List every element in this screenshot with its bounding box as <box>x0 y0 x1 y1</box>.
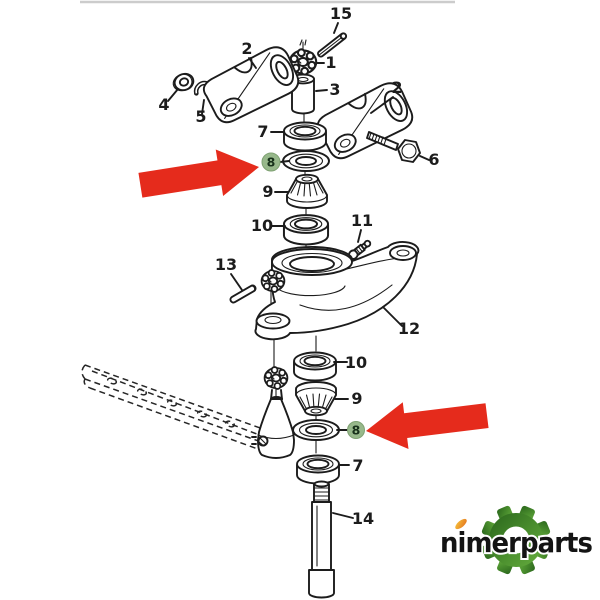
castle-nut-lower <box>263 366 289 390</box>
castle-nut-middle <box>260 269 286 293</box>
seal-washer-lower <box>292 419 340 441</box>
callout-8-lower: 8 <box>352 423 361 438</box>
bearing-cup-upper-2 <box>282 214 330 246</box>
red-arrow-upper <box>138 149 259 198</box>
callout-6: 6 <box>428 150 439 169</box>
callout-7-lower: 7 <box>352 456 363 475</box>
callout-9-upper: 9 <box>262 182 273 201</box>
roll-pin <box>229 284 257 304</box>
callout-2-right: 2 <box>391 78 402 97</box>
logo-i-accent-icon <box>455 518 467 530</box>
cotter-pin <box>317 32 348 58</box>
callout-12: 12 <box>398 319 420 338</box>
bearing-cone-upper <box>286 173 328 209</box>
steering-arm <box>254 241 420 341</box>
callout-2-left: 2 <box>241 39 252 58</box>
bearing-cup-lower <box>296 454 340 485</box>
bearing-cup-upper <box>283 121 327 152</box>
gear-icon <box>481 505 551 575</box>
callout-4: 4 <box>158 95 169 114</box>
callout-7-upper: 7 <box>257 122 268 141</box>
bolt <box>366 131 421 163</box>
callout-8-upper: 8 <box>267 155 276 170</box>
callout-10-upper: 10 <box>251 216 273 235</box>
callout-leader-lines <box>167 22 430 519</box>
callout-14: 14 <box>352 509 374 528</box>
highlight-callout-8-lower: 8 <box>347 421 365 439</box>
callout-5: 5 <box>195 107 206 126</box>
highlight-callout-8-upper: 8 <box>261 152 281 172</box>
highlight-arrows <box>138 149 489 449</box>
logo: nimerparts <box>438 505 595 575</box>
red-arrow-lower <box>366 402 489 449</box>
bearing-cup-lower-2 <box>293 351 337 382</box>
grease-fitting <box>347 239 372 260</box>
callout-13: 13 <box>215 255 237 274</box>
callout-1: 1 <box>325 53 336 72</box>
logo-text: nimerparts <box>440 526 592 559</box>
callout-10-lower: 10 <box>345 353 367 372</box>
washer <box>172 72 195 92</box>
callout-11: 11 <box>351 211 373 230</box>
spindle-shaft <box>308 480 335 599</box>
callout-labels: 15 1 2 3 4 5 2 6 7 9 10 11 13 12 10 9 7 … <box>158 4 439 528</box>
tie-rod-arm-dashed <box>81 364 267 453</box>
callout-3: 3 <box>329 80 340 99</box>
bearing-cone-lower <box>295 381 337 417</box>
callout-15: 15 <box>330 4 352 23</box>
callout-9-lower: 9 <box>351 389 362 408</box>
tie-rod-end <box>251 389 295 459</box>
